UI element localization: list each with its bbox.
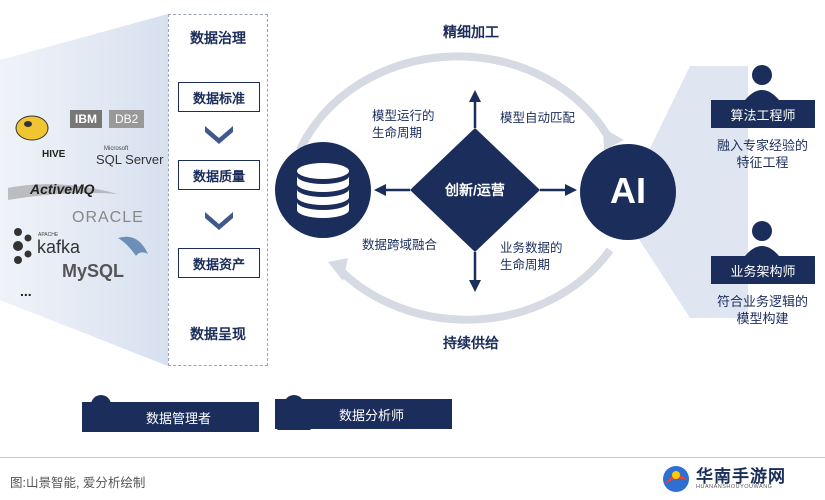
cycle-br-label-2: 生命周期 bbox=[500, 258, 551, 272]
right-fan bbox=[620, 66, 748, 318]
oracle-label: ORACLE bbox=[72, 209, 144, 226]
bottom-role-analyst: 数据分析师 bbox=[275, 399, 452, 429]
role-arch-desc-2: 模型构建 bbox=[736, 311, 789, 326]
governance-footer: 数据呈现 bbox=[190, 326, 246, 342]
apache-label: APACHE bbox=[38, 232, 59, 238]
cycle-top-label: 精细加工 bbox=[443, 24, 499, 40]
watermark-sub: HUANANSHOUYOUWANG bbox=[696, 484, 773, 490]
activemq-label: ActiveMQ bbox=[30, 181, 95, 197]
role-algo-desc-2: 特征工程 bbox=[736, 155, 789, 170]
step-data-quality: 数据质量 bbox=[178, 160, 260, 190]
cycle-tl-label-1: 模型运行的 bbox=[372, 109, 435, 123]
governance-title: 数据治理 bbox=[190, 30, 246, 46]
cycle-tl-label-2: 生命周期 bbox=[372, 126, 423, 140]
hive-logo-icon bbox=[15, 115, 49, 141]
role-algo-desc-1: 融入专家经验的 bbox=[716, 138, 808, 153]
arc-top bbox=[296, 52, 614, 152]
mysql-label: MySQL bbox=[62, 261, 125, 281]
cycle-br-label-1: 业务数据的 bbox=[500, 241, 563, 255]
arc-top-head bbox=[603, 128, 624, 150]
caption: 图:山景智能, 爱分析绘制 bbox=[10, 476, 146, 490]
arrow-up-head bbox=[469, 90, 481, 102]
ibm-logo: IBM bbox=[70, 110, 102, 128]
watermark-logo-icon bbox=[663, 466, 689, 492]
arrow-right-head bbox=[565, 184, 577, 196]
database-icon bbox=[297, 163, 349, 218]
more-sources-ellipsis: ... bbox=[20, 283, 32, 299]
step-data-asset: 数据资产 bbox=[178, 248, 260, 278]
kafka-logo-icon bbox=[13, 228, 32, 264]
sqlserver-label: SQL Server bbox=[96, 152, 164, 167]
chevron-down-icon bbox=[205, 126, 233, 144]
cycle-bl-label: 数据跨域融合 bbox=[362, 238, 438, 252]
hive-label: HIVE bbox=[42, 149, 66, 160]
arrow-down-head bbox=[469, 280, 481, 292]
person-icon-arch bbox=[745, 221, 779, 256]
governance-column bbox=[168, 14, 268, 366]
step-data-standard: 数据标准 bbox=[178, 82, 260, 112]
watermark-name: 华南手游网 bbox=[696, 467, 786, 486]
microsoft-label: Microsoft bbox=[104, 146, 129, 152]
cycle-bottom-label: 持续供给 bbox=[443, 335, 499, 351]
divider bbox=[0, 457, 825, 458]
db2-label: DB2 bbox=[115, 112, 139, 126]
center-diamond bbox=[410, 128, 540, 252]
ai-label: AI bbox=[610, 170, 646, 211]
person-icon-algo bbox=[745, 65, 779, 100]
arc-bottom bbox=[337, 247, 614, 324]
bottom-role-manager-label: 数据管理者 bbox=[146, 410, 212, 426]
arc-bottom-head bbox=[328, 258, 348, 281]
chevron-down-icon bbox=[205, 212, 233, 230]
ai-circle bbox=[580, 144, 676, 240]
kafka-label: kafka bbox=[37, 237, 81, 257]
bottom-role-manager: 数据管理者 bbox=[82, 402, 259, 432]
mysql-dolphin-icon bbox=[118, 236, 148, 256]
activemq-swoosh-icon bbox=[8, 184, 118, 200]
arrow-left-head bbox=[374, 184, 386, 196]
ibm-label: IBM bbox=[75, 112, 97, 126]
db2-logo: DB2 bbox=[109, 110, 145, 128]
role-biz-architect: 业务架构师 bbox=[711, 256, 815, 284]
watermark: 华南手游网 HUANANSHOUYOUWANG bbox=[660, 462, 820, 496]
cycle-tr-label: 模型自动匹配 bbox=[500, 111, 576, 125]
center-diamond-label: 创新/运营 bbox=[445, 182, 505, 198]
bottom-role-analyst-label: 数据分析师 bbox=[339, 407, 405, 423]
role-algo-engineer: 算法工程师 bbox=[711, 100, 815, 128]
role-arch-desc-1: 符合业务逻辑的 bbox=[716, 294, 808, 309]
